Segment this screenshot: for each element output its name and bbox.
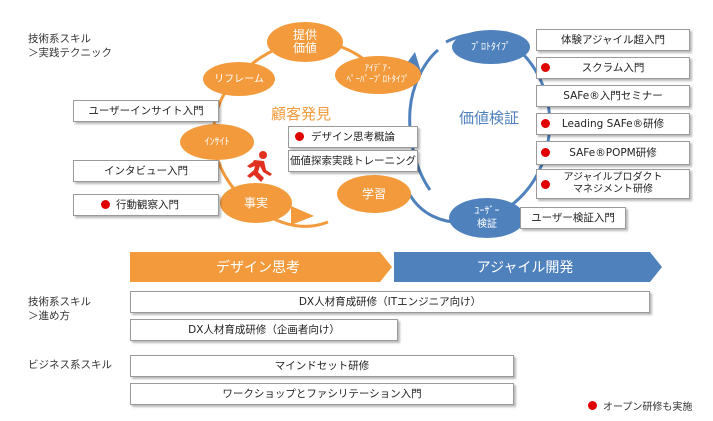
- legend-dot: [588, 401, 597, 410]
- course-interview: インタビュー入門: [73, 160, 219, 182]
- course-design-thinking-overview: デザイン思考概論: [288, 126, 418, 148]
- oval-insight: ｲﾝｻｲﾄ: [180, 124, 254, 160]
- course-dx-planners: DX人材育成研修（企画者向け）: [130, 319, 398, 341]
- oval-user-verify: ﾕｰｻﾞｰ 検証: [449, 198, 525, 238]
- course-scrum: スクラム入門: [536, 57, 690, 79]
- course-safe-intro: SAFe®入門セミナー: [536, 85, 690, 107]
- orange-arrow-head: [291, 206, 314, 225]
- legend-open-training: オープン研修も実施: [603, 402, 693, 413]
- course-agile-intro: 体験アジャイル超入門: [536, 29, 690, 51]
- course-agile-pm: アジャイルプロダクト マネジメント研修: [536, 169, 690, 199]
- banner-design-shape: [130, 252, 392, 282]
- oval-reframe: リフレーム: [203, 62, 275, 96]
- course-observation-label: 行動観察入門: [116, 199, 179, 211]
- course-observation: 行動観察入門: [73, 194, 219, 216]
- oval-jijitsu: 事実: [220, 183, 292, 223]
- course-dx-it-engineers: DX人材育成研修（ITエンジニア向け）: [130, 291, 650, 313]
- category-business: ビジネス系スキル: [28, 359, 112, 371]
- course-workshop-facilitation: ワークショップとファシリテーション入門: [130, 383, 514, 405]
- oval-gakushu: 学習: [337, 175, 411, 213]
- banner-agile-development: アジャイル開発: [476, 260, 574, 276]
- banners: [130, 252, 662, 282]
- category-tech-method: 技術系スキル ＞進め方: [28, 296, 91, 322]
- open-training-dot: [295, 132, 304, 141]
- course-leading-safe: Leading SAFe®研修: [536, 113, 690, 135]
- open-training-dot: [541, 180, 550, 189]
- open-training-dot: [541, 119, 550, 128]
- category-tech-practice: 技術系スキル ＞実践テクニック: [28, 33, 112, 59]
- oval-idea-prototype: ｱｲﾃﾞｱ･ ﾍﾟｰﾊﾟｰﾌﾟﾛﾄﾀｲﾌﾟ: [335, 56, 421, 94]
- course-user-verify: ユーザー検証入門: [520, 207, 626, 229]
- title-value-verification: 価値検証: [459, 109, 520, 127]
- open-training-dot: [541, 63, 550, 72]
- course-design-thinking-overview-label: デザイン思考概論: [311, 131, 395, 143]
- course-mindset: マインドセット研修: [130, 355, 514, 377]
- blue-cycle-arc-left: [408, 48, 439, 191]
- course-user-insight: ユーザーインサイト入門: [73, 100, 219, 122]
- oval-teikyo-kachi: 提供 価値: [267, 22, 343, 62]
- running-person-icon: [247, 151, 272, 182]
- title-customer-discovery: 顧客発見: [271, 105, 332, 123]
- course-value-exploration: 価値探索実践トレーニング: [288, 150, 418, 172]
- open-training-dot: [101, 200, 110, 209]
- banner-design-thinking: デザイン思考: [216, 260, 300, 276]
- oval-prototype: ﾌﾟﾛﾄﾀｲﾌﾟ: [452, 30, 530, 64]
- banner-agile-shape: [394, 252, 662, 282]
- course-safe-popm: SAFe®POPM研修: [536, 141, 690, 165]
- open-training-dot: [541, 148, 550, 157]
